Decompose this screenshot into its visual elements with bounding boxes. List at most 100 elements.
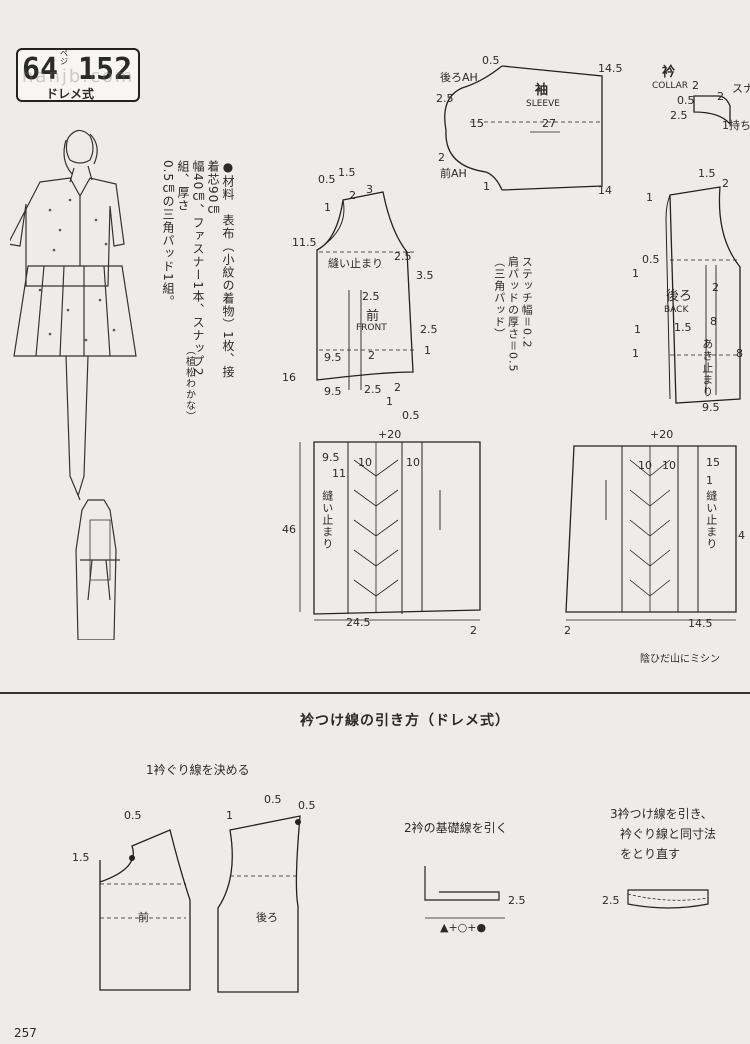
pad-note: ステッチ幅＝0.2 肩パッドの厚さ＝0.5 （三角パッド） bbox=[492, 256, 534, 373]
sleeve-dim: 2.5 bbox=[436, 92, 454, 105]
sleeve-pattern bbox=[444, 65, 603, 191]
sleeve-dim: 2 bbox=[438, 151, 445, 164]
collar-dim: 0.5 bbox=[677, 94, 695, 107]
section-divider bbox=[0, 692, 750, 694]
front-dim: 2.5 bbox=[364, 383, 382, 396]
collar-baseline-diagram bbox=[424, 866, 505, 919]
front-skirt-dim: 46 bbox=[282, 523, 296, 536]
front-dim: 16 bbox=[282, 371, 296, 384]
materials-line-1: ●材料 表布（小紋の着物）1枚、接着芯90㎝ bbox=[206, 160, 235, 379]
back-label-en: BACK bbox=[664, 305, 689, 315]
front-dim: 2 bbox=[368, 349, 375, 362]
step-3-line-1: 3衿つけ線を引き、 bbox=[610, 807, 713, 821]
back-dim: 0.5 bbox=[642, 253, 660, 266]
step-1: 1衿ぐり線を決める bbox=[146, 763, 250, 777]
sleeve-label-en: SLEEVE bbox=[526, 99, 560, 109]
front-label-en: FRONT bbox=[356, 323, 387, 333]
diagram-dim: 0.5 bbox=[298, 799, 316, 812]
back-dim: 1 bbox=[632, 347, 639, 360]
sleeve-dim: 14.5 bbox=[598, 62, 623, 75]
back-dim: 9.5 bbox=[702, 401, 720, 414]
designer-credit: （植松わかな） bbox=[183, 345, 195, 422]
back-dim: 1.5 bbox=[698, 167, 716, 180]
front-dim: 2 bbox=[349, 189, 356, 202]
back-label: 後ろ bbox=[666, 289, 693, 304]
pad-note-line-2: 肩パッドの厚さ＝0.5 bbox=[506, 256, 520, 373]
back-skirt-dim: 4 bbox=[738, 529, 745, 542]
materials-line-3: 0.5㎝の三角パッド1組。 bbox=[161, 160, 175, 308]
step-2: 2衿の基礎線を引く bbox=[404, 821, 508, 835]
sleeve-dim: 14 bbox=[598, 184, 612, 197]
sleeve-dim: 1 bbox=[483, 180, 490, 193]
diagram-back-label: 後ろ bbox=[256, 911, 278, 924]
front-dim: 1 bbox=[386, 395, 393, 408]
collar-dim: 1持ち bbox=[722, 119, 750, 132]
back-skirt-width: +20 bbox=[650, 428, 674, 441]
front-skirt-closure: 縫い止まり bbox=[320, 490, 334, 550]
materials-text: ●材料 表布（小紋の着物）1枚、接着芯90㎝ 幅40㎝、ファスナー1本、スナップ… bbox=[160, 160, 235, 390]
back-dim: 1 bbox=[632, 267, 639, 280]
page-reference: 64 bbox=[22, 52, 59, 87]
step-3-line-3: をとり直す bbox=[620, 847, 681, 861]
pattern-badge bbox=[16, 48, 140, 102]
collar-note: スナ bbox=[732, 82, 750, 95]
collar-label: 衿 bbox=[662, 65, 676, 80]
back-bodice-pattern bbox=[665, 186, 741, 404]
dress-illustration bbox=[10, 129, 137, 640]
back-dim: 1 bbox=[634, 323, 641, 336]
diagram-dim: 0.5 bbox=[264, 793, 282, 806]
front-dim: 3 bbox=[366, 183, 373, 196]
diagram-dim: 0.5 bbox=[124, 809, 142, 822]
watermark: hanjb.com bbox=[22, 66, 135, 87]
sleeve-front-ah: 前AH bbox=[440, 167, 467, 180]
front-skirt-dim: 24.5 bbox=[346, 616, 371, 629]
back-skirt-closure: 縫い止まり bbox=[704, 490, 718, 550]
front-dim: 2.5 bbox=[420, 323, 438, 336]
collar-pattern bbox=[693, 95, 731, 126]
baseline-formula: ▲+○+● bbox=[440, 921, 487, 934]
collar-dim: 2.5 bbox=[670, 109, 688, 122]
front-dim: 0.5 bbox=[318, 173, 336, 186]
front-skirt-dim: 10 bbox=[358, 456, 372, 469]
step-3-line-2: 衿ぐり線と同寸法 bbox=[620, 827, 717, 841]
back-dim: 1 bbox=[646, 191, 653, 204]
sleeve-label: 袖 bbox=[535, 83, 549, 98]
front-skirt-dim: 11 bbox=[332, 467, 346, 480]
back-skirt-pattern bbox=[565, 445, 737, 621]
page-number: 257 bbox=[14, 1026, 37, 1040]
front-dim: 2.5 bbox=[394, 250, 412, 263]
sleeve-back-ah: 後ろAH bbox=[440, 71, 478, 84]
front-skirt-dim: 2 bbox=[470, 624, 477, 637]
baseline-dim: 2.5 bbox=[508, 894, 526, 907]
front-bodice-pattern bbox=[316, 191, 415, 390]
front-dim: 3.5 bbox=[416, 269, 434, 282]
front-dim: 1 bbox=[424, 344, 431, 357]
back-dim: 8 bbox=[710, 315, 717, 328]
back-skirt-dim: 1 bbox=[706, 474, 713, 487]
front-dim: 0.5 bbox=[402, 409, 420, 422]
front-skirt-dim: 9.5 bbox=[322, 451, 340, 464]
collar-label-en: COLLAR bbox=[652, 81, 689, 91]
back-skirt-dim: 10 bbox=[638, 459, 652, 472]
section-title: 衿つけ線の引き方（ドレメ式） bbox=[300, 713, 510, 729]
front-dim: 1 bbox=[324, 201, 331, 214]
pad-note-line-1: ステッチ幅＝0.2 bbox=[520, 256, 534, 349]
pad-note-line-3: （三角パッド） bbox=[492, 256, 506, 340]
back-skirt-dim: 2 bbox=[564, 624, 571, 637]
materials-line-2: 幅40㎝、ファスナー1本、スナップ2組、厚さ bbox=[176, 160, 205, 377]
front-dim: 11.5 bbox=[292, 236, 317, 249]
page-reference-unit: ペ ジ bbox=[60, 49, 68, 66]
back-skirt-dim: 15 bbox=[706, 456, 720, 469]
front-skirt-width: +20 bbox=[378, 428, 402, 441]
pattern-system: ドレメ式 bbox=[46, 87, 95, 101]
diagram-dim: 1.5 bbox=[72, 851, 90, 864]
back-skirt-dim: 10 bbox=[662, 459, 676, 472]
front-dim: 9.5 bbox=[324, 351, 342, 364]
sleeve-dim: 0.5 bbox=[482, 54, 500, 67]
attach-dim: 2.5 bbox=[602, 894, 620, 907]
sleeve-dim: 27 bbox=[542, 117, 556, 130]
back-skirt-dim: 14.5 bbox=[688, 617, 713, 630]
front-closure: 縫い止まり bbox=[328, 257, 383, 270]
front-dim: 9.5 bbox=[324, 385, 342, 398]
back-dim: 2 bbox=[722, 177, 729, 190]
